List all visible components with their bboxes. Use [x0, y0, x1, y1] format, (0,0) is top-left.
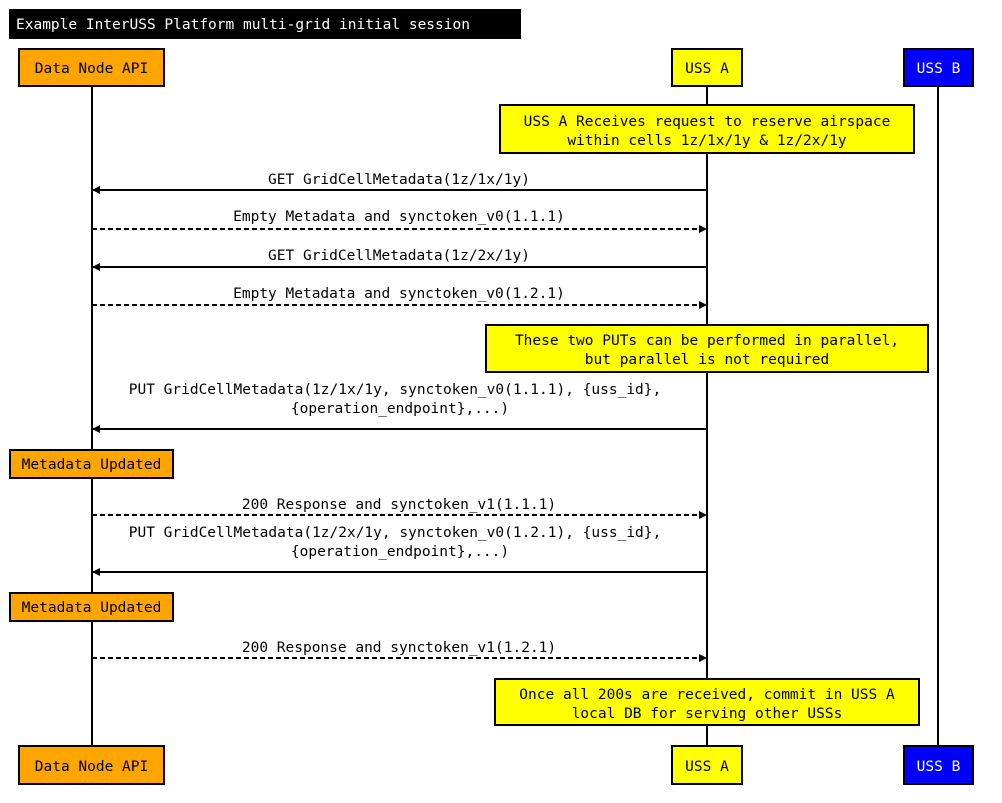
participant-label: USS B: [917, 61, 961, 77]
participant-data-node-api-bottom: Data Node API: [18, 745, 165, 785]
message-empty-metadata-2: Empty Metadata and synctoken_v0(1.2.1): [92, 286, 707, 309]
participant-label: Data Node API: [35, 759, 149, 775]
note-reserve-airspace: USS A Receives request to reserve airspa…: [499, 104, 915, 154]
message-label: {operation_endpoint},...): [291, 544, 509, 560]
note-line: but parallel is not required: [585, 352, 829, 368]
message-label: GET GridCellMetadata(1z/2x/1y): [268, 248, 530, 264]
event-label: Metadata Updated: [22, 600, 162, 616]
note-line: within cells 1z/1x/1y & 1z/2x/1y: [567, 133, 847, 149]
note-line: These two PUTs can be performed in paral…: [515, 333, 899, 349]
participant-uss-a-top: USS A: [671, 48, 743, 87]
message-empty-metadata-1: Empty Metadata and synctoken_v0(1.1.1): [92, 209, 707, 233]
note-parallel-puts: These two PUTs can be performed in paral…: [485, 324, 929, 373]
message-label: 200 Response and synctoken_v1(1.2.1): [242, 640, 556, 656]
participant-uss-b-top: USS B: [903, 48, 974, 87]
participant-label: USS A: [685, 759, 729, 775]
note-commit-local-db: Once all 200s are received, commit in US…: [494, 678, 920, 726]
note-line: USS A Receives request to reserve airspa…: [524, 114, 891, 130]
message-get-cell-1: GET GridCellMetadata(1z/1x/1y): [92, 172, 707, 194]
event-metadata-updated-1: Metadata Updated: [9, 449, 174, 479]
message-label: 200 Response and synctoken_v1(1.1.1): [242, 497, 556, 513]
diagram-title: Example InterUSS Platform multi-grid ini…: [9, 9, 521, 39]
participant-label: Data Node API: [35, 61, 149, 77]
message-label: PUT GridCellMetadata(1z/1x/1y, synctoken…: [129, 382, 662, 398]
message-label: Empty Metadata and synctoken_v0(1.2.1): [233, 286, 565, 302]
event-metadata-updated-2: Metadata Updated: [9, 592, 174, 622]
message-label: PUT GridCellMetadata(1z/2x/1y, synctoken…: [129, 525, 662, 541]
note-line: Once all 200s are received, commit in US…: [519, 687, 895, 703]
participant-uss-a-bottom: USS A: [671, 745, 743, 785]
participant-uss-b-bottom: USS B: [903, 745, 974, 785]
diagram-title-text: Example InterUSS Platform multi-grid ini…: [16, 17, 470, 33]
message-label: {operation_endpoint},...): [291, 401, 509, 417]
event-label: Metadata Updated: [22, 457, 162, 473]
message-200-response-1: 200 Response and synctoken_v1(1.1.1): [92, 497, 707, 519]
message-label: GET GridCellMetadata(1z/1x/1y): [268, 172, 530, 188]
message-get-cell-2: GET GridCellMetadata(1z/2x/1y): [92, 248, 707, 271]
participant-label: USS B: [917, 759, 961, 775]
message-put-cell-1: PUT GridCellMetadata(1z/1x/1y, synctoken…: [92, 382, 707, 433]
message-label: Empty Metadata and synctoken_v0(1.1.1): [233, 209, 565, 225]
participant-label: USS A: [685, 61, 729, 77]
participant-data-node-api-top: Data Node API: [18, 48, 165, 87]
message-put-cell-2: PUT GridCellMetadata(1z/2x/1y, synctoken…: [92, 525, 707, 576]
message-200-response-2: 200 Response and synctoken_v1(1.2.1): [92, 640, 707, 662]
note-line: local DB for serving other USSs: [572, 706, 843, 722]
